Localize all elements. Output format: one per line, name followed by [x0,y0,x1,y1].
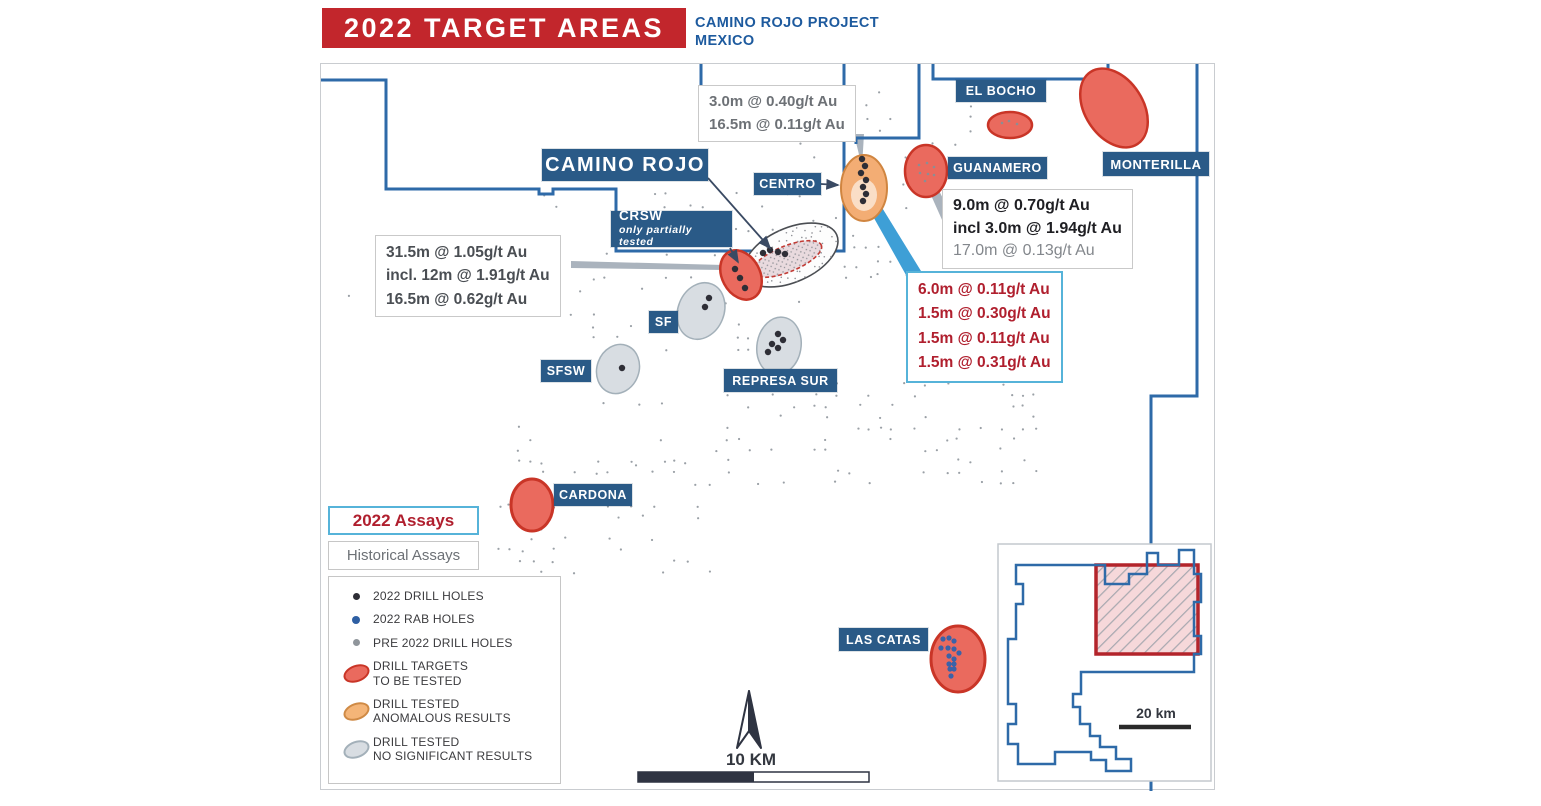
legend-item-drill-holes: 2022 DRILL HOLES [339,589,554,603]
target-cardona [509,477,555,533]
rab-holes-2022 [938,635,962,679]
map-graphics [321,64,1212,791]
pre2022-hole-dot-icon [352,639,360,647]
legend-historical-assays-key: Historical Assays [328,541,479,570]
scale-bar [637,771,870,783]
label-guanamero: GUANAMERO [948,157,1047,179]
assay-leader-band [870,206,921,275]
no-result-ellipse-icon [340,736,372,762]
label-las-catas: LAS CATAS [839,628,928,651]
label-arrows [707,177,840,264]
inset-scale-label: 20 km [1136,705,1176,721]
target-guanamero [903,143,949,199]
target-las-catas [929,624,987,694]
inset-map [997,543,1212,782]
label-el-bocho: EL BOCHO [956,80,1046,102]
project-country: MEXICO [695,33,755,50]
label-monterilla: MONTERILLA [1103,152,1209,176]
target-ellipses [509,67,1150,694]
drill-target-ellipse-icon [340,660,372,687]
callout-camino-rojo-west: 31.5m @ 1.05g/t Au incl. 12m @ 1.91g/t A… [375,235,561,317]
label-crsw-note: only partially tested [619,223,693,249]
page-title: 2022 TARGET AREAS [322,8,686,48]
callout-2022-assays: 6.0m @ 0.11g/t Au 1.5m @ 0.30g/t Au 1.5m… [906,271,1063,383]
project-name: CAMINO ROJO PROJECT [695,15,880,31]
label-sfsw: SFSW [541,360,591,382]
scale-label: 10 KM [725,750,777,769]
legend-box: 2022 DRILL HOLES 2022 RAB HOLES PRE 2022… [328,576,561,784]
target-sfsw [595,343,641,395]
label-represa-sur: REPRESA SUR [724,369,837,392]
target-monterilla [1078,67,1150,149]
inset-current-extent [1094,563,1200,656]
anomalous-ellipse-icon [340,698,372,724]
label-crsw: CRSW only partially tested [611,207,732,249]
drill-hole-dot-icon [352,592,360,600]
map-canvas: CAMINO ROJO CRSW only partially tested C… [320,63,1215,791]
label-camino-rojo: CAMINO ROJO [542,149,708,181]
target-el-bocho [986,110,1034,140]
legend-item-rab-holes: 2022 RAB HOLES [339,612,554,626]
project-subtitle: CAMINO ROJO PROJECT MEXICO [695,14,879,50]
drill-holes-2022 [618,155,870,372]
label-cardona: CARDONA [554,484,632,506]
inset-property-outline [1006,548,1203,773]
north-arrow-icon [736,690,762,749]
label-crsw-name: CRSW [619,207,663,223]
rab-hole-dot-icon [352,615,360,624]
pre2022-holes-in-targets [917,119,1019,183]
label-centro: CENTRO [754,173,821,195]
target-sf [676,282,726,340]
label-sf: SF [649,311,678,333]
legend-item-pre2022-holes: PRE 2022 DRILL HOLES [339,636,554,650]
callout-centro: 3.0m @ 0.40g/t Au 16.5m @ 0.11g/t Au [698,85,856,142]
legend-2022-assays-key: 2022 Assays [328,506,479,535]
callout-guanamero: 9.0m @ 0.70g/t Au incl 3.0m @ 1.94g/t Au… [942,189,1133,270]
